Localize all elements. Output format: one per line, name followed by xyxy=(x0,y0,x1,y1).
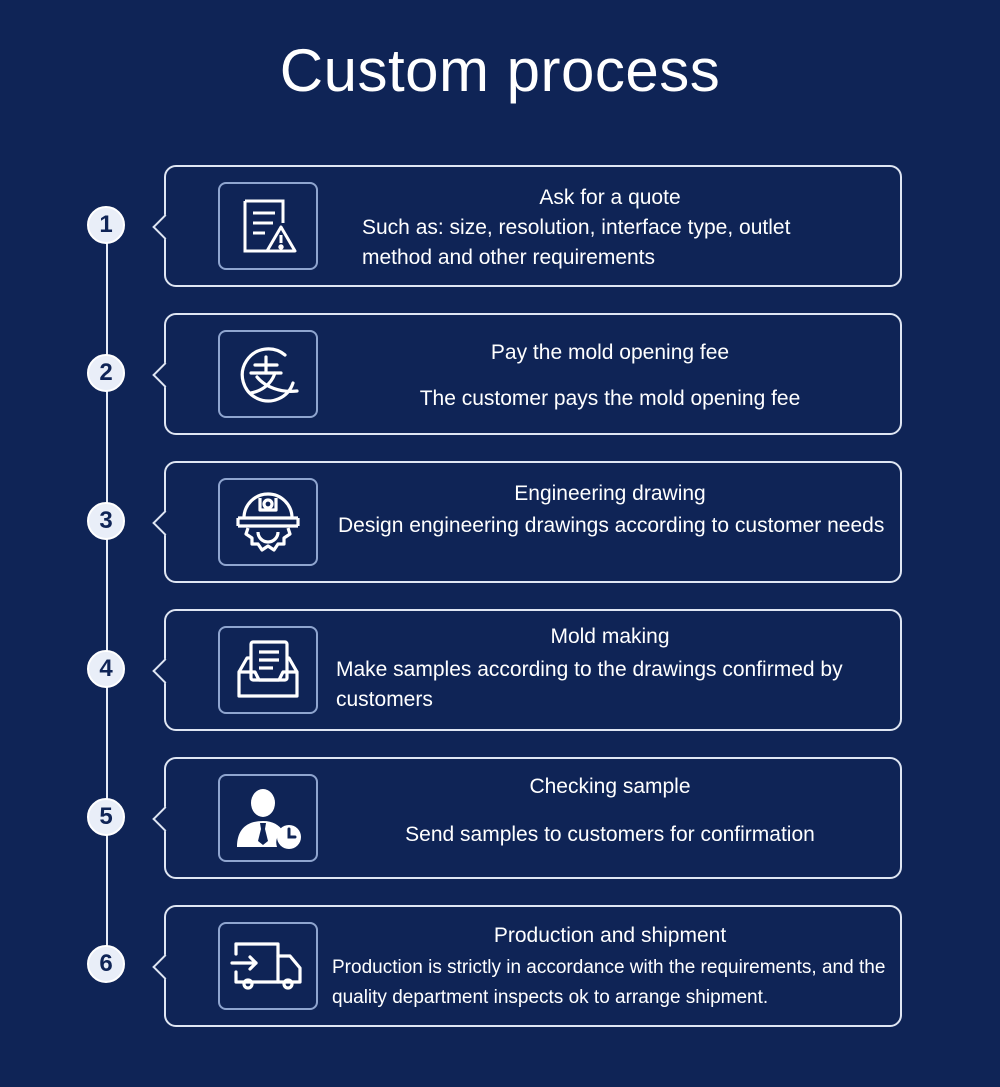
delivery-truck-icon xyxy=(218,922,318,1010)
process-step-6: 6 Production and shipment Production is … xyxy=(0,905,1000,1027)
step-number-badge: 5 xyxy=(87,798,125,836)
engineer-helmet-icon xyxy=(218,478,318,566)
card-pointer xyxy=(152,214,178,240)
step-description: Design engineering drawings according to… xyxy=(338,514,885,537)
step-description: The customer pays the mold opening fee xyxy=(419,387,801,410)
card-pointer xyxy=(152,362,178,388)
step-title: Checking sample xyxy=(529,775,691,798)
process-step-3: 3 Engineering drawing Design engineering… xyxy=(0,461,1000,583)
process-step-4: 4 Mold making Make samples according to … xyxy=(0,609,1000,731)
card-pointer xyxy=(152,806,178,832)
step-number-badge: 6 xyxy=(87,945,125,983)
process-step-1: 1 Ask for a quote Such as: size, resolut… xyxy=(0,165,1000,287)
step-description: Make samples according to the drawings c… xyxy=(336,658,843,711)
step-card: Production and shipment Production is st… xyxy=(152,905,902,1027)
card-pointer xyxy=(152,510,178,536)
payment-icon xyxy=(218,330,318,418)
step-description: Send samples to customers for confirmati… xyxy=(405,823,815,846)
card-pointer xyxy=(152,658,178,684)
card-pointer xyxy=(152,954,178,980)
step-title: Engineering drawing xyxy=(514,482,706,505)
person-clock-icon xyxy=(218,774,318,862)
step-number-badge: 3 xyxy=(87,502,125,540)
step-description: Such as: size, resolution, interface typ… xyxy=(362,216,791,269)
step-title: Production and shipment xyxy=(493,924,727,947)
step-title: Ask for a quote xyxy=(539,186,681,209)
step-description: Production is strictly in accordance wit… xyxy=(332,957,886,1008)
document-tray-icon xyxy=(218,626,318,714)
step-number-badge: 4 xyxy=(87,650,125,688)
step-card: Ask for a quote Such as: size, resolutio… xyxy=(152,165,902,287)
document-warning-icon xyxy=(218,182,318,270)
step-card: Checking sample Send samples to customer… xyxy=(152,757,902,879)
process-step-5: 5 Checking sample Send samples to custom… xyxy=(0,757,1000,879)
step-number-badge: 2 xyxy=(87,354,125,392)
step-title: Pay the mold opening fee xyxy=(490,341,730,364)
step-card: Mold making Make samples according to th… xyxy=(152,609,902,731)
page-title: Custom process xyxy=(279,37,721,104)
step-card: Pay the mold opening fee The customer pa… xyxy=(152,313,902,435)
timeline-line xyxy=(106,222,108,966)
process-step-2: 2 Pay the mold opening fee The customer … xyxy=(0,313,1000,435)
step-title: Mold making xyxy=(550,625,670,648)
step-card: Engineering drawing Design engineering d… xyxy=(152,461,902,583)
step-number-badge: 1 xyxy=(87,206,125,244)
